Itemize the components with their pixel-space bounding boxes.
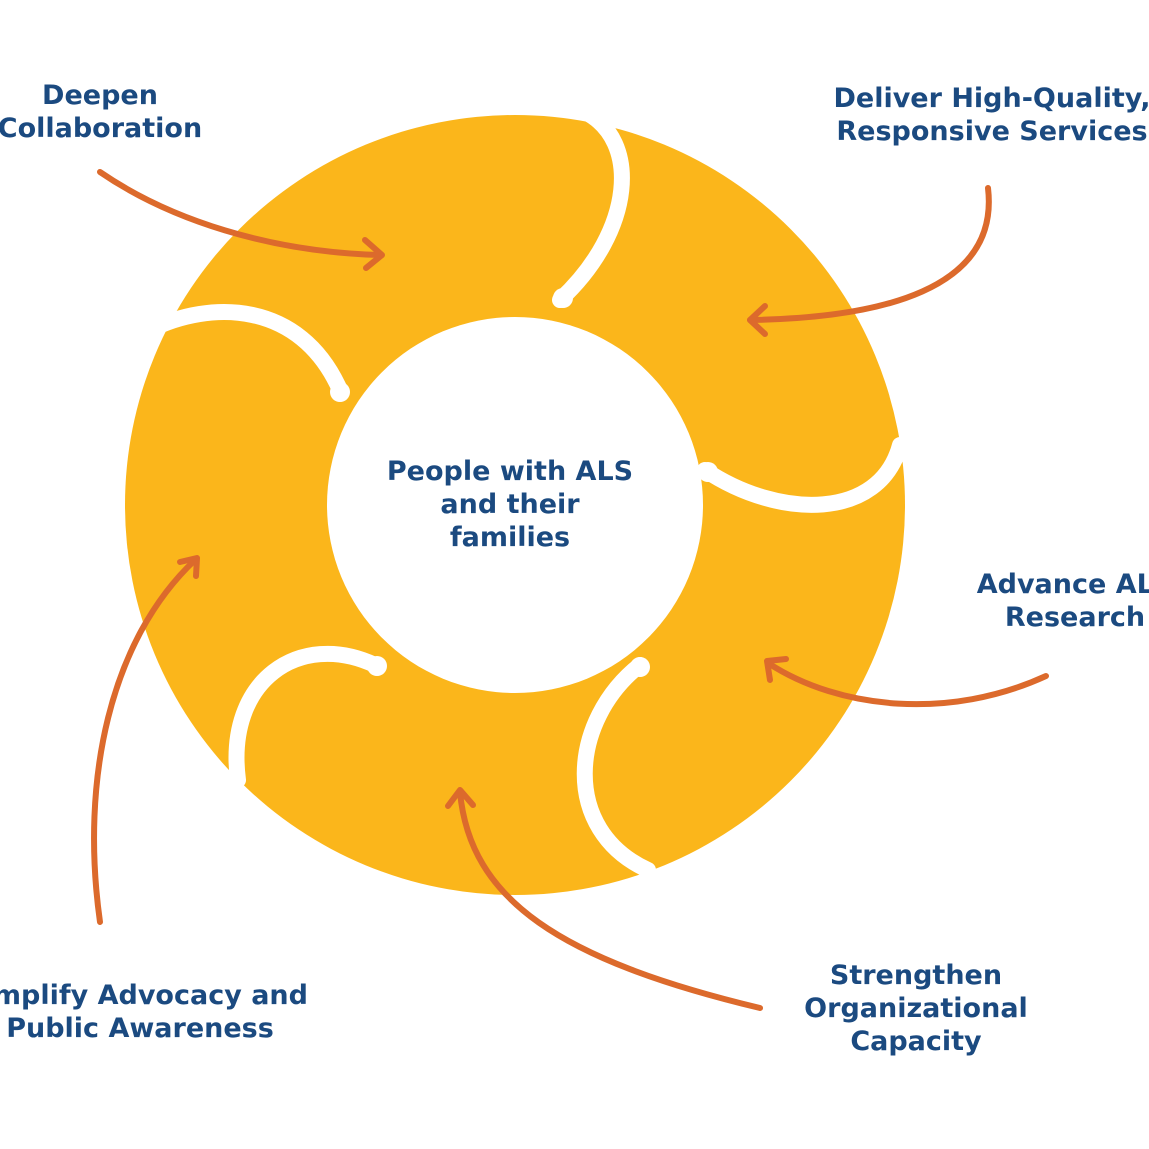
goal-label-line: Responsive Services bbox=[836, 116, 1148, 147]
center-label-line: People with ALS bbox=[386, 456, 634, 487]
center-label-line: and their bbox=[440, 489, 580, 520]
segment-divider-bottom-right bbox=[576, 657, 656, 878]
goal-label-line: Amplify Advocacy and bbox=[0, 980, 308, 1011]
segment-notch-lower-left bbox=[367, 656, 387, 676]
segment-divider-top bbox=[552, 104, 630, 308]
goal-label-line: Deliver High-Quality, bbox=[833, 83, 1149, 114]
center-label: People with ALS and their families bbox=[372, 455, 648, 554]
segment-notch-bottom bbox=[630, 657, 650, 677]
goal-label-strengthen-capacity: Strengthen Organizational Capacity bbox=[785, 959, 1047, 1058]
center-label-line: families bbox=[449, 522, 571, 553]
arrow-deliver bbox=[747, 185, 992, 337]
arrow-research bbox=[764, 656, 1049, 708]
goal-label-advance-research: Advance ALS Research bbox=[960, 568, 1149, 634]
goal-label-line: Capacity bbox=[850, 1026, 982, 1057]
goal-label-deliver-services: Deliver High-Quality, Responsive Service… bbox=[812, 82, 1149, 148]
segment-divider-left bbox=[142, 304, 348, 398]
segment-divider-bottom-left bbox=[228, 645, 383, 788]
goal-label-line: Advance ALS bbox=[976, 569, 1149, 600]
arrow-strengthen bbox=[445, 787, 763, 1011]
segment-notch-top bbox=[553, 288, 573, 308]
segment-notch-left bbox=[330, 382, 350, 402]
goal-label-line: Strengthen bbox=[829, 960, 1003, 991]
goal-label-line: Deepen bbox=[42, 80, 158, 111]
segment-notch-right bbox=[698, 462, 718, 482]
arrow-deepen bbox=[97, 169, 385, 271]
goal-label-amplify-advocacy: Amplify Advocacy and Public Awareness bbox=[0, 979, 350, 1045]
segment-divider-right bbox=[697, 437, 908, 513]
arrow-amplify bbox=[91, 555, 200, 925]
goal-label-line: Public Awareness bbox=[6, 1013, 274, 1044]
goal-label-line: Organizational bbox=[804, 993, 1028, 1024]
goal-label-line: Collaboration bbox=[0, 113, 203, 144]
ring-body bbox=[125, 115, 905, 895]
goal-label-line: Research bbox=[1004, 602, 1146, 633]
goal-label-deepen-collaboration: Deepen Collaboration bbox=[0, 79, 220, 145]
